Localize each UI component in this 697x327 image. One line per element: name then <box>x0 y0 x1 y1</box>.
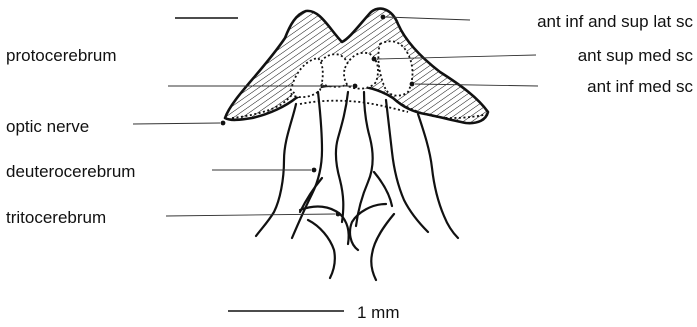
center-right-nerve <box>356 92 373 226</box>
ant-inf-sup-lat-sc-leader <box>386 17 470 20</box>
label-ant-inf-sup-lat-sc: ant inf and sup lat sc <box>537 12 693 31</box>
deuterocerebrum-marker <box>312 168 317 173</box>
label-optic-nerve: optic nerve <box>6 117 89 136</box>
optic-nerve-marker <box>221 121 226 126</box>
label-protocerebrum: protocerebrum <box>6 46 117 65</box>
label-tritocerebrum: tritocerebrum <box>6 208 106 227</box>
trito-left-cross <box>300 207 349 244</box>
label-ant-sup-med-sc: ant sup med sc <box>578 46 694 65</box>
deutero-right-arc <box>374 172 392 206</box>
trito-left-leg <box>308 220 335 278</box>
trito-right-leg <box>371 214 394 280</box>
lower-dotted-band <box>300 101 408 112</box>
ant-inf-sup-lat-sc-marker <box>381 15 386 20</box>
label-ant-inf-med-sc: ant inf med sc <box>587 77 693 96</box>
tritocerebrum-marker <box>336 212 341 217</box>
left-inner-nerve <box>292 92 322 238</box>
trito-right-cross <box>350 204 386 250</box>
optic-nerve-leader <box>133 123 220 124</box>
tritocerebrum-leader <box>166 214 335 216</box>
center-left-nerve <box>336 92 348 222</box>
right-inner-nerve <box>386 100 428 232</box>
scale-bar-label: 1 mm <box>357 303 400 322</box>
ant-inf-med-sc-marker <box>410 82 415 87</box>
label-deuterocerebrum: deuterocerebrum <box>6 162 135 181</box>
right-outer-nerve <box>418 114 458 238</box>
ant-sup-med-sc-marker <box>372 57 377 62</box>
protocerebrum-marker <box>353 84 358 89</box>
